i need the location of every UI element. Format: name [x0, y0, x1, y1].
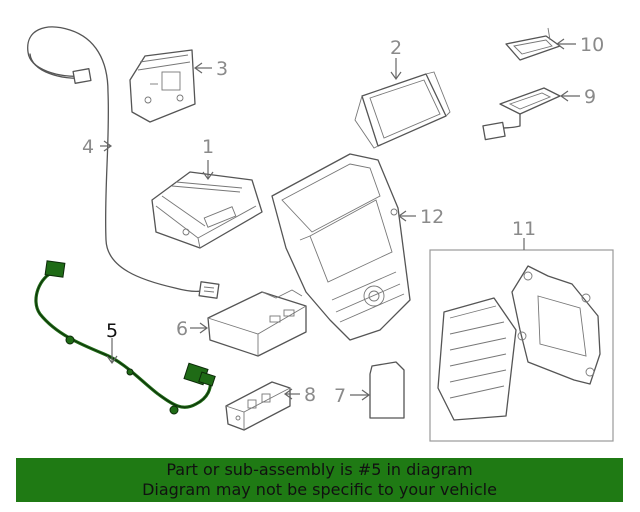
leader-lines [100, 38, 580, 401]
callout-3: 3 [216, 58, 228, 80]
callout-9: 9 [584, 86, 596, 108]
callout-4: 4 [82, 136, 94, 158]
part-7-label[interactable] [369, 361, 405, 419]
callout-2: 2 [390, 37, 402, 59]
part-10-bracket[interactable] [505, 27, 561, 61]
callout-8: 8 [304, 384, 316, 406]
callout-6: 6 [176, 318, 188, 340]
callout-1: 1 [202, 136, 214, 158]
part-2-display-screen[interactable] [354, 71, 451, 149]
part-3-control-module[interactable] [129, 49, 196, 123]
part-1-radio-receiver[interactable] [151, 171, 263, 249]
part-4-antenna-cable[interactable] [27, 26, 220, 299]
callout-10: 10 [580, 34, 604, 56]
banner-background [16, 458, 623, 502]
part-5-wiring-harness[interactable] [34, 260, 216, 415]
callout-5: 5 [106, 320, 118, 342]
part-12-dash-bezel[interactable] [271, 153, 411, 341]
callout-11: 11 [512, 218, 536, 240]
part-9-switch-assembly[interactable] [482, 87, 561, 141]
part-11-ecu-box[interactable] [429, 249, 614, 442]
banner-line-2: Diagram may not be specific to your vehi… [142, 480, 497, 499]
part-6-module[interactable] [207, 289, 307, 357]
info-banner: Part or sub-assembly is #5 in diagram Di… [16, 458, 623, 502]
callout-12: 12 [420, 206, 444, 228]
banner-line-1: Part or sub-assembly is #5 in diagram [166, 460, 473, 479]
part-8-switch-panel[interactable] [225, 381, 291, 431]
callout-7: 7 [334, 385, 346, 407]
